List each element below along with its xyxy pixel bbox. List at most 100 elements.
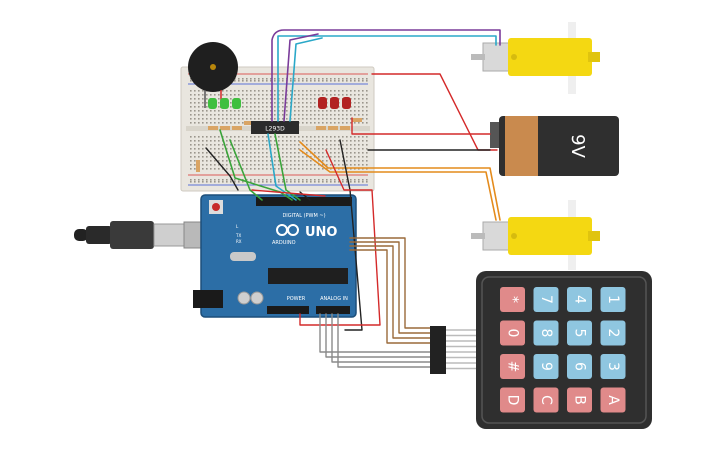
breadboard-hole (294, 94, 296, 96)
keypad-key-*[interactable]: * (500, 287, 525, 312)
breadboard-hole (266, 136, 268, 138)
breadboard-hole (190, 106, 192, 108)
keypad-key-5[interactable]: 5 (567, 320, 592, 346)
keypad-key-label: B (572, 395, 588, 405)
breadboard-hole (326, 110, 328, 112)
keypad-key-B[interactable]: B (567, 387, 592, 413)
breadboard-hole (214, 94, 216, 96)
breadboard-hole (282, 160, 284, 162)
keypad-key-3[interactable]: 3 (600, 354, 626, 379)
breadboard-hole (350, 114, 352, 116)
breadboard-hole (278, 136, 280, 138)
breadboard-hole (354, 179, 356, 181)
breadboard-hole (290, 160, 292, 162)
breadboard-hole (190, 80, 192, 82)
keypad-key-A[interactable]: A (600, 387, 626, 413)
breadboard-hole (274, 114, 276, 116)
breadboard-hole (310, 164, 312, 166)
breadboard-hole (230, 118, 232, 120)
breadboard-hole (238, 122, 240, 124)
breadboard-hole (298, 78, 300, 80)
breadboard-hole (318, 114, 320, 116)
breadboard-hole (318, 94, 320, 96)
breadboard-hole (338, 160, 340, 162)
breadboard-hole (310, 179, 312, 181)
breadboard-hole (294, 106, 296, 108)
breadboard-hole (266, 148, 268, 150)
breadboard-hole (202, 140, 204, 142)
breadboard-hole (334, 114, 336, 116)
breadboard-hole (366, 106, 368, 108)
breadboard-hole (302, 94, 304, 96)
breadboard-hole (218, 106, 220, 108)
breadboard-hole (294, 156, 296, 158)
breadboard-hole (282, 148, 284, 150)
breadboard-hole (282, 90, 284, 92)
breadboard-hole (342, 148, 344, 150)
breadboard-hole (366, 80, 368, 82)
breadboard-hole (282, 80, 284, 82)
breadboard-hole (202, 106, 204, 108)
breadboard-hole (270, 98, 272, 100)
breadboard-hole (354, 152, 356, 154)
keypad-key-label: 2 (605, 329, 621, 338)
keypad-key-4[interactable]: 4 (567, 287, 592, 312)
breadboard-hole (258, 179, 260, 181)
keypad-key-6[interactable]: 6 (567, 354, 592, 379)
breadboard-hole (314, 148, 316, 150)
breadboard-hole (346, 118, 348, 120)
breadboard-hole (254, 136, 256, 138)
breadboard-hole (294, 148, 296, 150)
breadboard-hole (250, 156, 252, 158)
breadboard-hole (254, 152, 256, 154)
breadboard-hole (206, 152, 208, 154)
keypad-key-C[interactable]: C (533, 387, 559, 413)
breadboard-hole (302, 140, 304, 142)
breadboard-hole (326, 122, 328, 124)
breadboard-hole (226, 148, 228, 150)
breadboard-hole (282, 78, 284, 80)
breadboard-hole (234, 80, 236, 82)
breadboard-hole (326, 78, 328, 80)
breadboard-hole (294, 140, 296, 142)
breadboard-hole (262, 110, 264, 112)
keypad-key-0[interactable]: 0 (500, 320, 525, 346)
breadboard-hole (238, 168, 240, 170)
breadboard-hole (266, 144, 268, 146)
breadboard-hole (234, 110, 236, 112)
keypad-key-7[interactable]: 7 (533, 287, 559, 312)
breadboard-hole (362, 106, 364, 108)
breadboard-hole (302, 114, 304, 116)
breadboard-hole (342, 160, 344, 162)
breadboard-hole (226, 168, 228, 170)
breadboard-hole (358, 156, 360, 158)
keypad-key-8[interactable]: 8 (533, 320, 559, 346)
breadboard-hole (242, 136, 244, 138)
breadboard-hole (342, 78, 344, 80)
breadboard-hole (358, 164, 360, 166)
breadboard-hole (206, 168, 208, 170)
keypad-key-2[interactable]: 2 (600, 320, 626, 346)
breadboard-hole (302, 110, 304, 112)
breadboard-hole (322, 94, 324, 96)
breadboard-hole (270, 110, 272, 112)
keypad-key-1[interactable]: 1 (600, 287, 626, 312)
breadboard-hole (310, 168, 312, 170)
breadboard-hole (342, 114, 344, 116)
breadboard-hole (234, 122, 236, 124)
breadboard-hole (338, 80, 340, 82)
breadboard-hole (346, 181, 348, 183)
keypad-key-#[interactable]: # (500, 354, 525, 379)
breadboard-hole (310, 118, 312, 120)
keypad-key-D[interactable]: D (500, 387, 525, 413)
breadboard-hole (346, 156, 348, 158)
breadboard-hole (258, 118, 260, 120)
breadboard-hole (206, 164, 208, 166)
breadboard-hole (278, 148, 280, 150)
breadboard-hole (338, 90, 340, 92)
keypad-key-9[interactable]: 9 (533, 354, 559, 379)
breadboard-hole (230, 152, 232, 154)
breadboard-hole (230, 148, 232, 150)
breadboard-hole (294, 114, 296, 116)
breadboard-hole (230, 102, 232, 104)
